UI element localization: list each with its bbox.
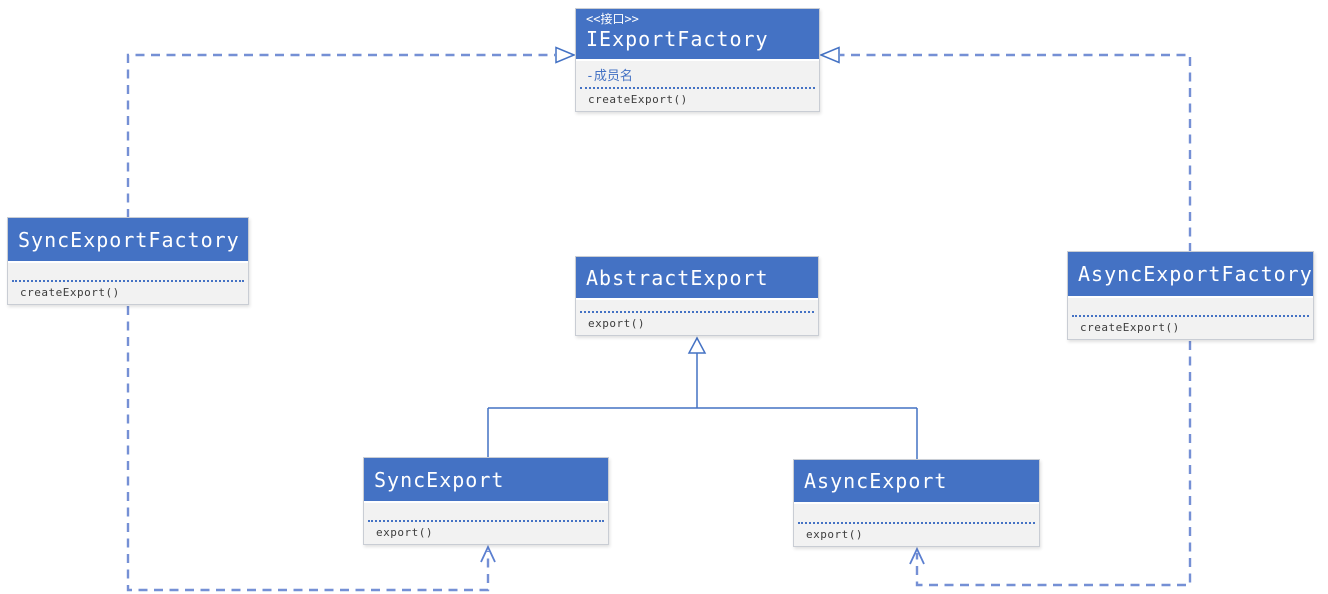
class-header: AsyncExport: [794, 460, 1039, 504]
class-body: export(): [364, 503, 608, 544]
method-label: createExport(): [20, 286, 120, 299]
method-label: export(): [806, 528, 863, 541]
class-header: SyncExportFactory: [8, 218, 248, 263]
methods-section: export(): [794, 524, 1039, 546]
class-body: -成员名 createExport(): [576, 61, 819, 111]
open-arrow-icon: [909, 546, 925, 565]
method-label: createExport(): [588, 93, 688, 106]
attributes-section: -成员名: [576, 61, 819, 87]
methods-section: createExport(): [8, 282, 248, 304]
divider-dotted: [580, 87, 815, 89]
divider-dotted: [580, 311, 814, 313]
realization-dashed-line: [126, 53, 555, 218]
method-label: export(): [588, 317, 645, 330]
open-arrow-icon: [480, 544, 496, 563]
methods-section: createExport(): [576, 89, 819, 111]
class-header: AsyncExportFactory: [1068, 252, 1313, 298]
class-title: SyncExportFactory: [18, 227, 240, 252]
class-body: export(): [794, 504, 1039, 546]
methods-section: export(): [364, 522, 608, 544]
dependency-dashed-line: [126, 306, 490, 592]
class-header: SyncExport: [364, 458, 608, 503]
class-title: AsyncExport: [804, 469, 948, 493]
class-abstractexport[interactable]: AbstractExport export(): [575, 256, 819, 336]
attributes-section: [794, 504, 1039, 522]
class-asyncexportfactory[interactable]: AsyncExportFactory createExport(): [1067, 251, 1314, 340]
divider-dotted: [798, 522, 1035, 524]
realization-asyncexportfactory-to-iexportfactory[interactable]: [819, 46, 1192, 253]
realization-syncexportfactory-to-iexportfactory[interactable]: [126, 46, 576, 219]
class-header: AbstractExport: [576, 257, 818, 300]
attribute-label: -成员名: [586, 68, 633, 84]
class-asyncexport[interactable]: AsyncExport export(): [793, 459, 1040, 547]
class-title: AbstractExport: [586, 265, 769, 290]
divider-dotted: [12, 280, 244, 282]
attributes-section: [8, 263, 248, 280]
class-title: IExportFactory: [586, 27, 769, 51]
class-body: export(): [576, 300, 818, 335]
class-syncexport[interactable]: SyncExport export(): [363, 457, 609, 545]
method-label: export(): [376, 526, 433, 539]
methods-section: export(): [576, 313, 818, 335]
class-iexportfactory[interactable]: <<接口>> IExportFactory -成员名 createExport(…: [575, 8, 820, 112]
attributes-section: [1068, 298, 1313, 315]
generalization-exports-to-abstractexport[interactable]: [487, 336, 918, 459]
attributes-section: [364, 503, 608, 520]
dependency-dashed-line: [915, 341, 1192, 587]
class-body: createExport(): [1068, 298, 1313, 339]
class-header: <<接口>> IExportFactory: [576, 9, 819, 61]
method-label: createExport(): [1080, 321, 1180, 334]
class-body: createExport(): [8, 263, 248, 304]
divider-dotted: [368, 520, 604, 522]
dependency-syncexportfactory-to-syncexport[interactable]: [126, 306, 496, 592]
attributes-section: [576, 300, 818, 311]
divider-dotted: [1072, 315, 1309, 317]
class-syncexportfactory[interactable]: SyncExportFactory createExport(): [7, 217, 249, 305]
hollow-triangle-arrow-icon: [687, 336, 707, 354]
class-title: AsyncExportFactory: [1078, 262, 1313, 286]
generalization-solid-line: [487, 353, 918, 459]
dependency-asyncexportfactory-to-asyncexport[interactable]: [909, 341, 1192, 587]
realization-dashed-line: [840, 53, 1192, 252]
hollow-triangle-arrow-icon: [555, 46, 576, 64]
stereotype-label: <<接口>>: [586, 12, 639, 26]
methods-section: createExport(): [1068, 317, 1313, 339]
class-title: SyncExport: [374, 467, 505, 492]
hollow-triangle-arrow-icon: [819, 46, 840, 64]
